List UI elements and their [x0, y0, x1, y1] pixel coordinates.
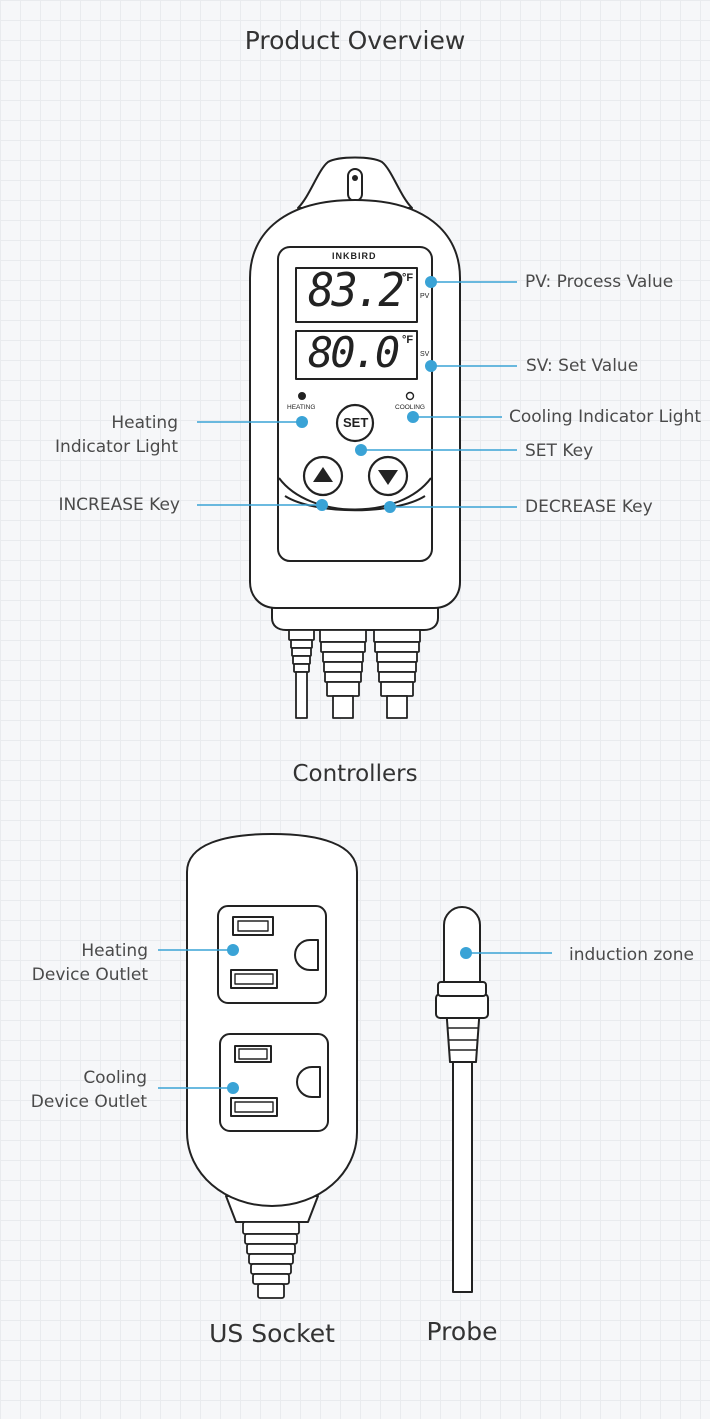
decrease-key-callout-dot [384, 501, 396, 513]
set-button [335, 403, 375, 443]
increase-key-callout-dot [316, 499, 328, 511]
pv-display-frame [295, 267, 418, 323]
pv-unit: °F [402, 272, 414, 284]
controller-cords [288, 629, 421, 719]
cooling-light-callout-dot [407, 411, 419, 423]
controllers-heading: Controllers [292, 761, 418, 787]
heating-indicator-light [298, 392, 306, 400]
heating-tag: HEATING [287, 404, 316, 411]
heating-light-callout-dot [296, 416, 308, 428]
heating-outlet-callout: Heating Device Outlet [32, 939, 148, 987]
pv-callout-dot [425, 276, 437, 288]
socket-cord [242, 1221, 300, 1299]
us-socket-unit [186, 833, 358, 1299]
pv-tag: PV [420, 293, 430, 300]
up-arrow-icon [313, 467, 333, 482]
callout-dots [227, 276, 472, 1094]
cooling-outlet-callout-line2: Device Outlet [30, 1092, 147, 1112]
sv-callout: SV: Set Value [526, 356, 639, 376]
sv-display-value: 80.0 [308, 328, 400, 377]
probe-cable [452, 1059, 473, 1293]
pv-display-value: 83.2 [308, 263, 405, 317]
induction-zone-callout-dot [460, 947, 472, 959]
heating-outlet-callout-dot [227, 944, 239, 956]
callout-lines [158, 281, 552, 1089]
keyhole-icon [347, 168, 363, 202]
brand-logo: INKBIRD [332, 251, 377, 261]
heating-outlet-callout-line1: Heating [81, 941, 148, 961]
sv-display-frame [295, 330, 418, 380]
controller-unit [249, 156, 461, 719]
us-socket-heading: US Socket [209, 1319, 335, 1348]
page-title: Product Overview [244, 26, 466, 55]
set-button-label: SET [343, 415, 369, 430]
heating-light-callout: Heating Indicator Light [55, 411, 178, 459]
probe-unit [435, 906, 489, 1293]
down-arrow-icon [378, 470, 398, 485]
set-key-callout: SET Key [525, 441, 594, 461]
sv-tag: SV [420, 351, 430, 358]
increase-key-callout: INCREASE Key [58, 495, 180, 515]
cooling-tag: COOLING [395, 404, 425, 411]
probe-collar [435, 993, 489, 1019]
cooling-outlet-callout-line1: Cooling [83, 1068, 147, 1088]
heating-light-callout-line1: Heating [111, 413, 178, 433]
cooling-outlet-callout-dot [227, 1082, 239, 1094]
heating-outlet-callout-line2: Device Outlet [31, 965, 148, 985]
heating-light-callout-line2: Indicator Light [55, 437, 178, 457]
cooling-indicator-light [405, 391, 415, 401]
probe-heading: Probe [426, 1317, 498, 1346]
socket-body [186, 833, 358, 1207]
sv-callout-dot [425, 360, 437, 372]
decrease-key-callout: DECREASE Key [525, 497, 653, 517]
cooling-light-callout: Cooling Indicator Light [509, 407, 702, 427]
probe-tip [443, 906, 481, 983]
sv-unit: °F [402, 334, 414, 346]
pv-callout: PV: Process Value [525, 272, 674, 292]
cooling-outlet-callout: Cooling Device Outlet [31, 1066, 147, 1114]
set-key-callout-dot [355, 444, 367, 456]
induction-zone-callout: induction zone [569, 945, 694, 965]
